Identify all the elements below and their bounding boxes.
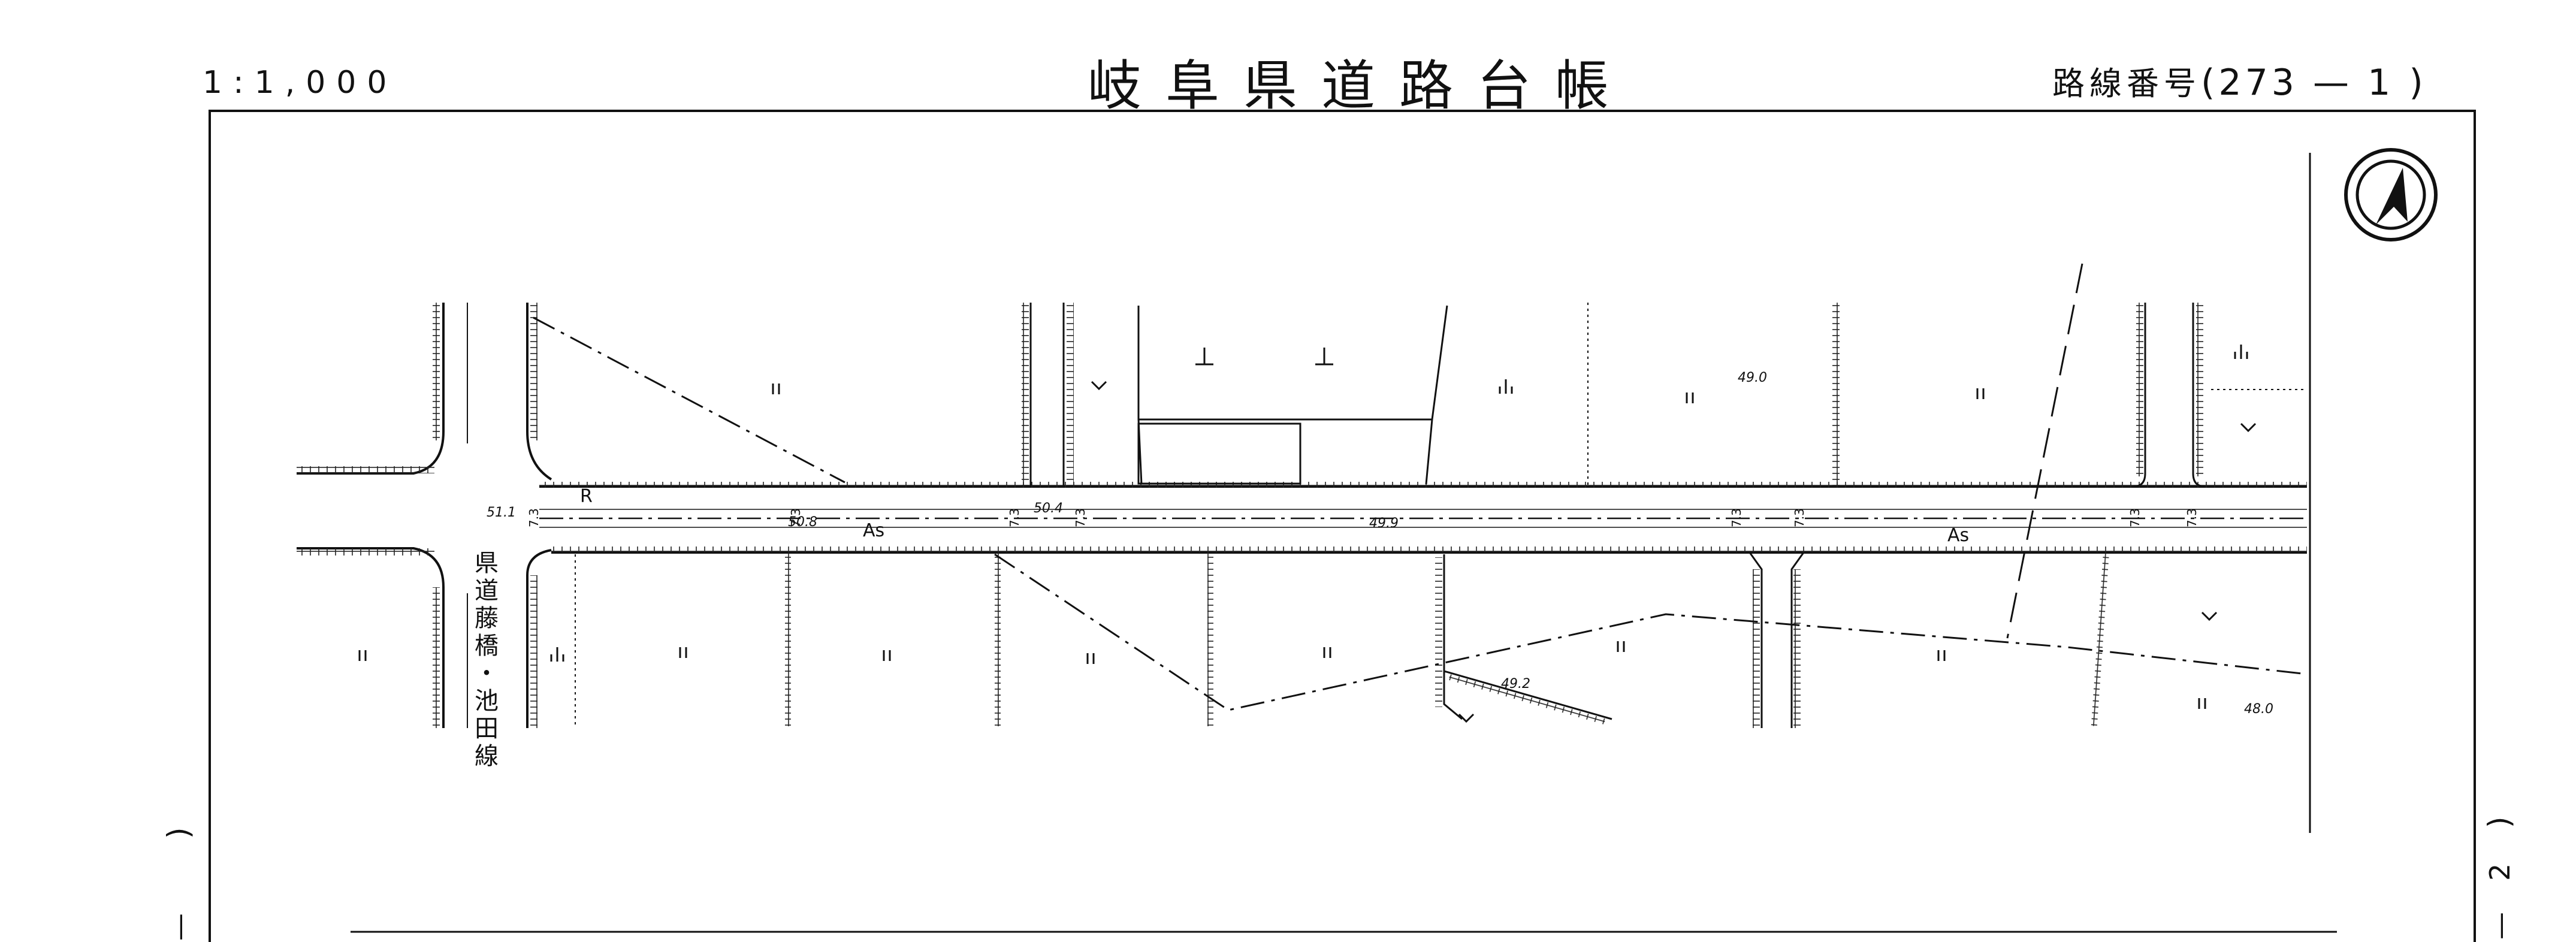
width-label: 7.3 [1073, 508, 1088, 527]
margin-sheet-marks: 2 — ) ) — [161, 816, 2517, 941]
elevation-label: 50.4 [1034, 501, 1063, 516]
cross-road-name: 県道藤橋・池田線 [470, 550, 498, 771]
surface-label-1: As [863, 520, 884, 541]
boundary-lines [533, 263, 2308, 711]
cross-road-name-text: 県道藤橋・池田線 [470, 550, 498, 771]
width-label: 7.3 [789, 508, 803, 527]
width-label: 7.3 [1729, 508, 1744, 527]
route-label: 路線番号 [2052, 65, 2201, 102]
sheet-paren-right: ) [2482, 816, 2517, 828]
land-use-symbols [358, 345, 2257, 723]
north-arrow-icon [2344, 148, 2438, 241]
map-scale: 1:1,000 [203, 65, 398, 101]
route-number-value: (273 — 1 ) [2201, 62, 2427, 104]
elevation-label: 49.2 [1501, 677, 1530, 692]
side-roads [575, 303, 2307, 728]
width-labels: 7.3 7.3 7.3 7.3 7.3 7.3 7.3 7.3 [527, 508, 2199, 527]
width-label: 7.3 [1007, 508, 1022, 527]
sheet-dash: — [2484, 912, 2516, 940]
width-label: 7.3 [2185, 508, 2199, 527]
route-number: 路線番号(273 — 1 ) [2052, 57, 2427, 104]
width-label: 7.3 [2128, 508, 2142, 527]
elevation-label: 51.1 [487, 505, 516, 520]
elevation-label: 50.8 [788, 515, 817, 530]
sheet-paren-left: ) [161, 827, 196, 839]
elevation-label: 49.9 [1369, 516, 1399, 531]
surface-label-2: As [1947, 525, 1969, 546]
elevation-label: 48.0 [2244, 702, 2273, 717]
elevation-label: 49.0 [1738, 370, 1767, 385]
sheet-dash-left: — [163, 913, 195, 941]
page-title: 岐阜県道路台帳 [1088, 55, 1633, 117]
map-frame [209, 110, 2476, 942]
road-marker: R [580, 486, 593, 507]
width-label: 7.3 [527, 508, 541, 527]
cross-road [297, 303, 552, 728]
sheet-number: 2 [2484, 864, 2516, 881]
building [1137, 305, 1448, 485]
main-road [539, 482, 2307, 554]
width-label: 7.3 [1792, 508, 1807, 527]
